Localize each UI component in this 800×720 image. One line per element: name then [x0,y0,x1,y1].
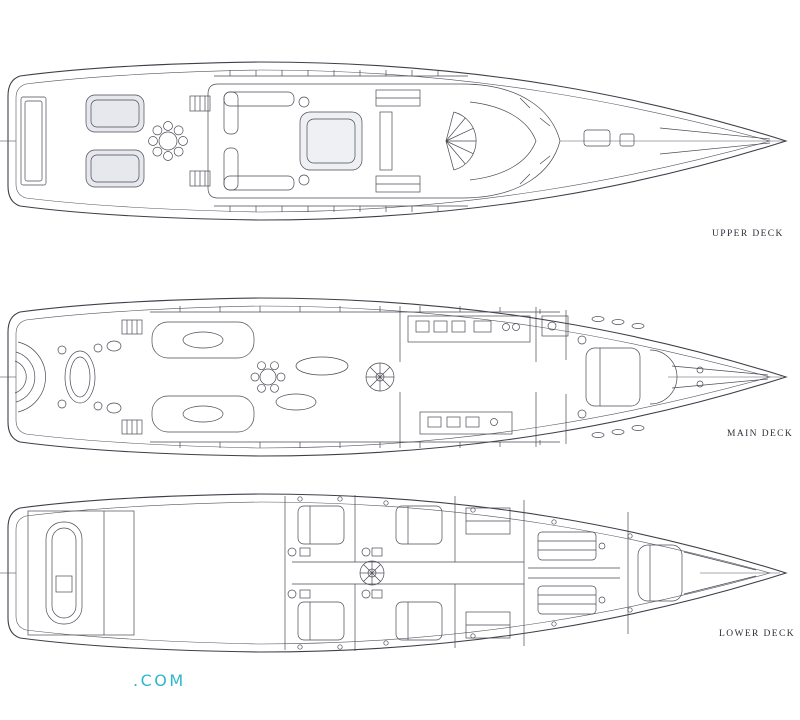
lower-deck-drawing [0,493,788,653]
lower-hull-inner-line [0,501,780,645]
deck-label-lower: LOWER DECK [719,629,796,639]
main-hull-outline [7,297,788,457]
deck-label-upper: UPPER DECK [712,229,784,239]
upper-hull-inner-line [0,69,784,213]
site-watermark: .COM [133,671,186,690]
upper-deck-furniture [20,70,771,212]
lower-hull-outline [7,493,788,653]
lower-deck-compartments [27,495,757,651]
main-deck-furniture [14,306,769,448]
upper-hull-outline [7,61,788,221]
main-deck-drawing [0,297,788,457]
upper-deck-drawing [0,61,788,221]
deck-label-main: MAIN DECK [727,429,794,439]
